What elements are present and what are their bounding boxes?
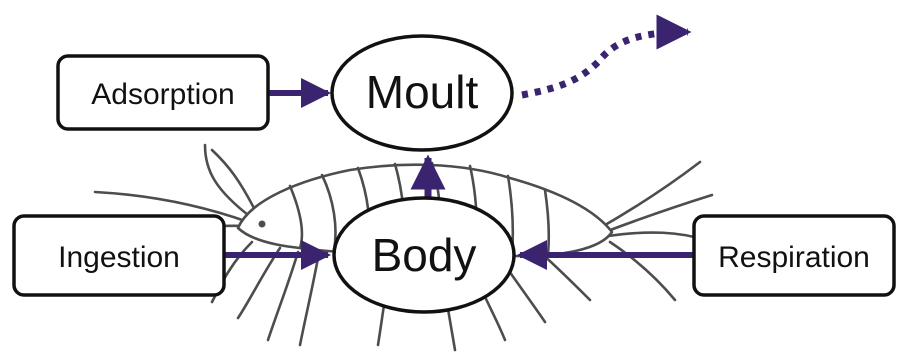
adsorption-label: Adsorption <box>91 78 234 111</box>
node-adsorption: Adsorption <box>58 56 268 129</box>
node-respiration: Respiration <box>694 216 894 295</box>
amphipod-eye <box>259 221 266 228</box>
node-body: Body <box>334 198 514 312</box>
body-label: Body <box>372 229 477 281</box>
moult-label: Moult <box>366 66 479 118</box>
respiration-label: Respiration <box>718 241 870 274</box>
node-ingestion: Ingestion <box>14 216 224 295</box>
node-moult: Moult <box>332 36 512 150</box>
ingestion-label: Ingestion <box>58 241 180 274</box>
arrow-moult-dotted-out <box>522 32 688 95</box>
